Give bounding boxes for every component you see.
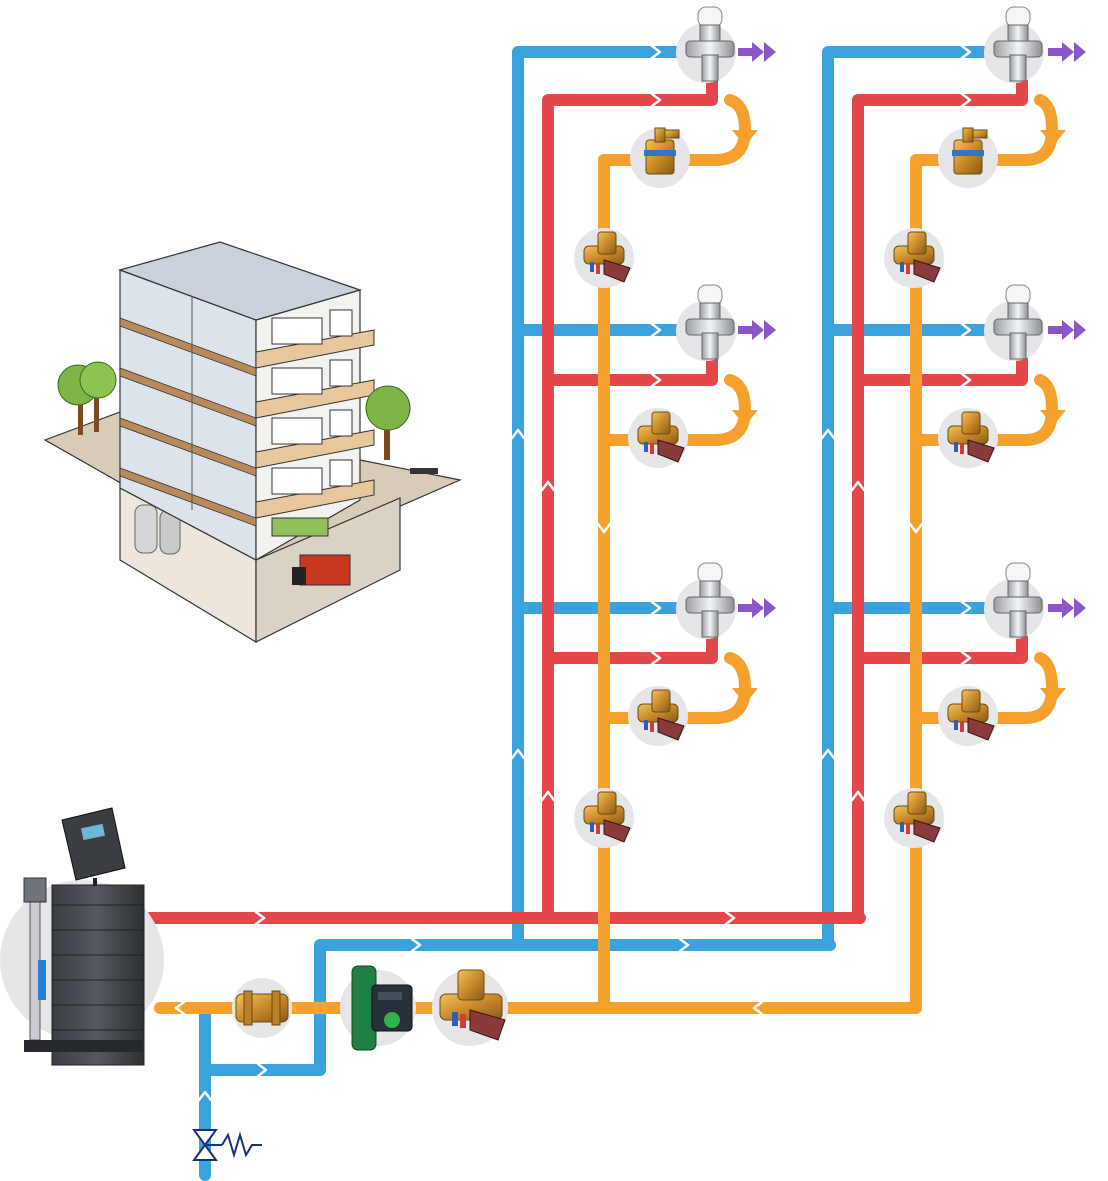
balancing-valve-icon bbox=[628, 686, 688, 746]
balancing-valve-icon bbox=[938, 686, 998, 746]
main-balancing-valve-icon bbox=[432, 969, 508, 1046]
balancing-valve-icon bbox=[574, 228, 634, 288]
outlet-arrow bbox=[738, 320, 776, 340]
balancing-valve-icon bbox=[628, 408, 688, 468]
thermostatic-mixing-valve-icon bbox=[676, 562, 736, 639]
air-vent-icon bbox=[938, 127, 998, 188]
thermostatic-mixing-valves bbox=[676, 6, 1044, 639]
balancing-valve-icon bbox=[884, 228, 944, 288]
balancing-valves bbox=[574, 228, 998, 848]
cold-water-pipes bbox=[199, 46, 1006, 1181]
outlet-arrow bbox=[1048, 598, 1086, 618]
balancing-valve-icon bbox=[574, 788, 634, 848]
recirc-curve-arrowheads bbox=[732, 130, 1066, 704]
mixed-water-outlet-arrows bbox=[738, 42, 1086, 618]
outlet-arrow bbox=[1048, 320, 1086, 340]
thermostatic-mixing-valve-icon bbox=[676, 284, 736, 361]
inlet-shutoff-valve-icon bbox=[192, 1129, 262, 1161]
apartment-building-cutaway-icon bbox=[43, 241, 462, 644]
balancing-valve-icon bbox=[884, 788, 944, 848]
outlet-arrow bbox=[1048, 42, 1086, 62]
balancing-valve-icon bbox=[938, 408, 998, 468]
thermostatic-mixing-valve-icon bbox=[676, 6, 736, 83]
outlet-arrow bbox=[738, 598, 776, 618]
check-valve-icon bbox=[232, 978, 292, 1038]
water-heater-icon bbox=[0, 807, 164, 1066]
thermostatic-mixing-valve-icon bbox=[984, 6, 1044, 83]
circulator-pump-icon bbox=[340, 965, 416, 1051]
thermostatic-mixing-valve-icon bbox=[984, 562, 1044, 639]
flow-direction-arrows bbox=[174, 44, 972, 1102]
air-vent-icon bbox=[630, 127, 690, 188]
outlet-arrow bbox=[738, 42, 776, 62]
thermostatic-mixing-valve-icon bbox=[984, 284, 1044, 361]
